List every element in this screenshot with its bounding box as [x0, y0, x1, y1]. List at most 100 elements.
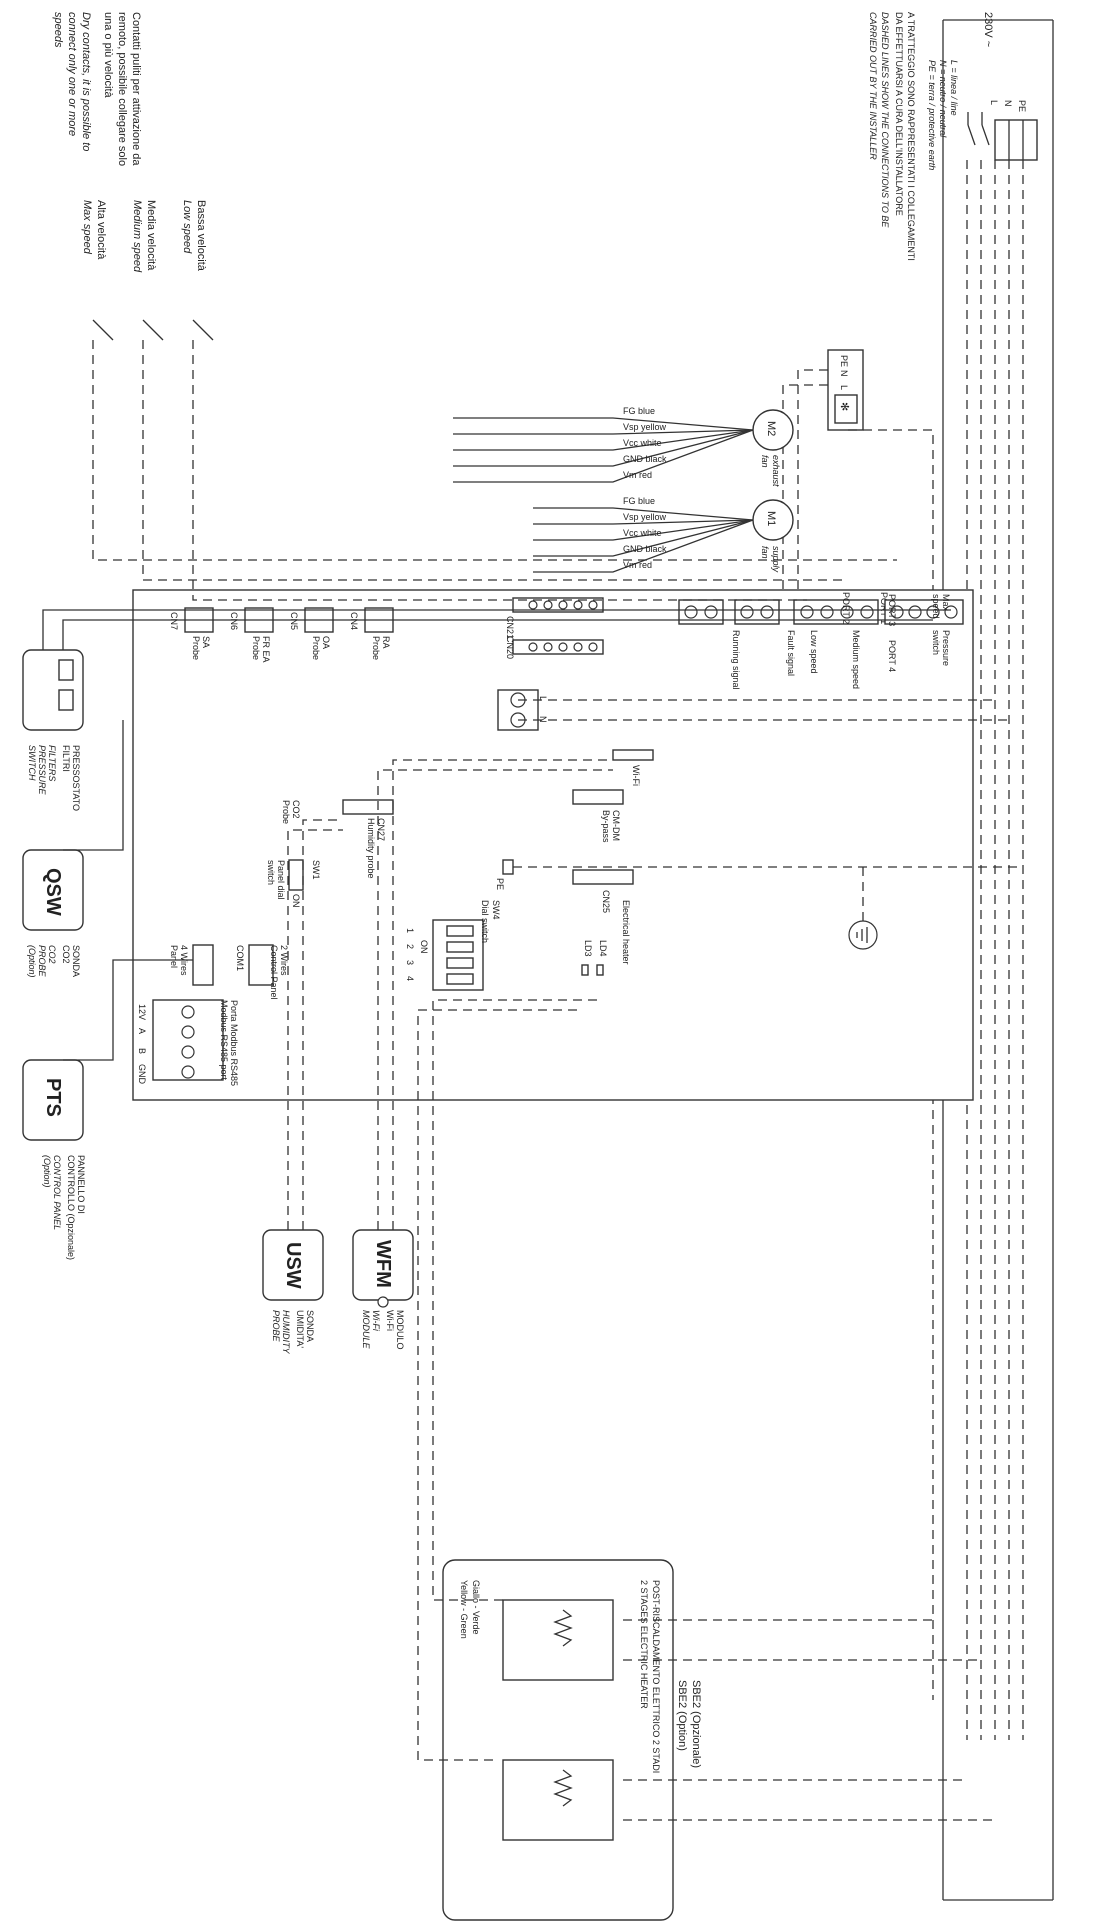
medium-speed-label: Medium speed: [851, 630, 861, 689]
sensor-l: L: [839, 385, 849, 390]
m2-wire-4: Vsp yellow: [623, 422, 667, 432]
running-signal-terminal: Running signal: [678, 599, 741, 690]
co2-probe-label-2: Probe: [281, 800, 291, 824]
heater-frame: [442, 1559, 674, 1921]
cn21-connector: CN21: [505, 597, 604, 639]
bus-label-pe: PE: [1017, 100, 1027, 112]
ld3-label: LD3: [583, 940, 593, 957]
humidity-en-2: PROBE: [271, 1310, 281, 1343]
pe-terminal: PE: [495, 859, 1023, 950]
qsw-label: QSW: [42, 868, 64, 916]
probe-3-bottom: Probe: [251, 636, 261, 660]
panel-it-1: PANNELLO DI: [76, 1155, 86, 1214]
filters-it-1: PRESSOSTATO: [71, 745, 81, 811]
bus-label-l: L: [989, 100, 999, 105]
heater-leds: LD4 LD3 Electrical heater: [581, 900, 631, 976]
cn25-connector: CN25: [572, 869, 634, 913]
port-terminals: Max speed Pressure switch PORT 3 PORT 4: [884, 594, 964, 672]
speeds-intro-en-1: Dry contacts, it is possible to: [80, 12, 92, 151]
supply-bus: PE N L: [942, 19, 1054, 1901]
wifi-connector: Wi-Fi: [612, 749, 654, 786]
panel-en-1: CONTROL PANEL: [52, 1155, 62, 1230]
dip-2: 2: [405, 944, 415, 949]
ld4-led: [596, 964, 604, 976]
running-signal-label: Running signal: [731, 630, 741, 690]
ld4-label: LD4: [598, 940, 608, 957]
panel-en-2: (Option): [42, 1155, 52, 1188]
resistor-2-icon: [553, 1769, 573, 1807]
sensor-pe: PE: [839, 355, 849, 367]
supply-voltage: 230V ~: [982, 12, 994, 47]
filters-pressure-switch: PRESSOSTATO FILTRI FILTERS PRESSURE SWIT…: [22, 649, 84, 811]
probe-2-cn: CN5: [289, 612, 299, 630]
port1-label: PORT 1: [879, 592, 889, 624]
probe-2-top: OA: [321, 636, 331, 649]
sw4-sublabel: Dial switch: [480, 900, 490, 943]
heater-stage-1: [502, 1599, 614, 1681]
heater-sbe2: SBE2 (Opzionale) SBE2 (Option) POST-RISC…: [417, 999, 995, 1921]
pts-body: [22, 1059, 84, 1141]
probe-4-bottom: Probe: [191, 636, 201, 660]
max-speed-it: Alta velocità: [95, 200, 107, 260]
legend-line: L = linea / line: [949, 60, 959, 116]
modbus-port: Porta Modbus RS485 Modbus RS485 port 12V…: [137, 999, 239, 1086]
bypass-connector: CM-DM By-pass: [572, 789, 624, 843]
sw1-panel-switch: SW1 Panel dial switch ON CO2 Probe: [266, 800, 321, 908]
resistor-1-icon: [553, 1609, 573, 1647]
modbus-pin-b: B: [137, 1048, 147, 1054]
co2-en-2: PROBE: [37, 945, 47, 978]
note-en-1: DASHED LINES SHOW THE CONNECTIONS TO BE: [880, 12, 890, 228]
modbus-pin-12v: 12V: [137, 1004, 147, 1020]
panel-it-2: CONTROLLO (Opzionale): [66, 1155, 76, 1260]
pts-label: PTS: [42, 1078, 64, 1117]
heater-desc-it: POST-RISCALDAMENTO ELETTRICO 2 STADI: [651, 1580, 661, 1773]
fan-m2-code: M2: [765, 421, 777, 436]
power-l-label: L: [538, 696, 548, 701]
m2-wire-5: FG blue: [623, 406, 655, 416]
supply-fan: M1 supply fan: [752, 499, 794, 573]
port4-label: PORT 4: [887, 640, 897, 672]
electrical-heater-label: Electrical heater: [621, 900, 631, 965]
probe-1-cn: CN4: [349, 612, 359, 630]
speed-terminals: Low speed Medium speed PORT 1 PORT 2: [793, 592, 889, 689]
max-speed-label-1: Max: [941, 594, 951, 612]
fault-signal-terminal: Fault signal: [734, 599, 796, 676]
m2-wire-3: Vcc white: [623, 438, 662, 448]
m1-wire-3: Vcc white: [623, 528, 662, 538]
m1-wire-2: GND black: [623, 544, 667, 554]
m2-wire-1: Vm red: [623, 470, 652, 480]
probe-4-top: SA: [201, 636, 211, 648]
fan-m1-label-2: fan: [760, 546, 770, 559]
probe-4-cn: CN7: [169, 612, 179, 630]
co2-it-2: CO2: [61, 945, 71, 964]
fan-m2-label-1: exhaust: [771, 455, 781, 487]
m1-wire-4: Vsp yellow: [623, 512, 667, 522]
note-it-1: A TRATTEGGIO SONO RAPPRESENTATI I COLLEG…: [906, 12, 916, 261]
probe-1-bottom: Probe: [371, 636, 381, 660]
probe-3-top: FR EA: [261, 636, 271, 663]
wifi-antenna-icon: [377, 1296, 389, 1308]
probe-2-bottom: Probe: [311, 636, 321, 660]
probe-1-top: RA: [381, 636, 391, 649]
pts-control-panel: PTS PANNELLO DI CONTROLLO (Opzionale) CO…: [22, 1059, 86, 1260]
wires4-label-2: Panel: [169, 945, 179, 968]
low-speed-en: Low speed: [181, 200, 193, 254]
heater-earth-it: Giallo - Verde: [471, 1580, 481, 1635]
sw1-label: SW1: [311, 860, 321, 880]
speeds-intro-it-1: Contatti puliti per attivazione da: [130, 12, 142, 166]
medium-speed-it: Media velocità: [145, 200, 157, 271]
low-speed-it: Bassa velocità: [195, 200, 207, 272]
heater-desc-en: 2 STAGES ELECTRIC HEATER: [639, 1580, 649, 1709]
power-n-label: N: [538, 716, 548, 723]
filters-it-2: FILTRI: [61, 745, 71, 772]
filters-en-3: SWITCH: [27, 745, 37, 781]
cn20-label: CN20: [505, 636, 515, 659]
usw-humidity-probe: USW SONDA UMIDITA' HUMIDITY PROBE: [262, 819, 343, 1354]
cmdm-label-2: By-pass: [601, 810, 611, 843]
co2-it-1: SONDA: [71, 945, 81, 977]
qsw-co2-probe: QSW SONDA CO2 CO2 PROBE (Option): [22, 849, 84, 978]
cn20-connector: CN20: [505, 636, 604, 659]
